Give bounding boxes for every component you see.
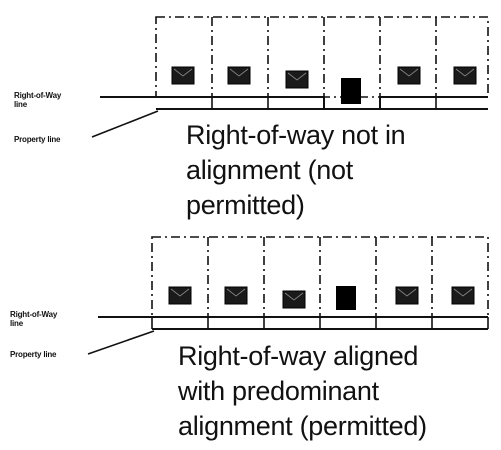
lot-lines <box>211 17 437 97</box>
right-of-way-line <box>100 96 488 110</box>
property-line-leader <box>91 110 159 138</box>
caption-top-line-3: permitted) <box>186 190 305 220</box>
caption-bottom-line-3: alignment (permitted) <box>178 411 427 441</box>
house-aligned <box>336 286 356 310</box>
diagram-bottom <box>87 236 489 355</box>
diagram-top <box>91 16 489 138</box>
caption-top-line-2: alignment (not <box>186 155 353 185</box>
prop-label-top: Property line <box>14 135 61 144</box>
prop-label-bottom: Property line <box>10 350 57 359</box>
houses <box>168 286 475 310</box>
property-line-leader <box>87 330 155 355</box>
row-label-bottom: Right-of-Way line <box>10 310 58 328</box>
lot-lines <box>207 237 433 317</box>
block-boundary <box>155 16 489 98</box>
caption-bottom-line-1: Right-of-way aligned <box>178 341 419 371</box>
caption-top-line-1: Right-of-way not in <box>186 120 406 150</box>
house-out-of-alignment <box>341 78 361 104</box>
row-label-top: Right-of-Way line <box>14 91 62 109</box>
caption-bottom-line-2: with predominant <box>178 376 379 406</box>
